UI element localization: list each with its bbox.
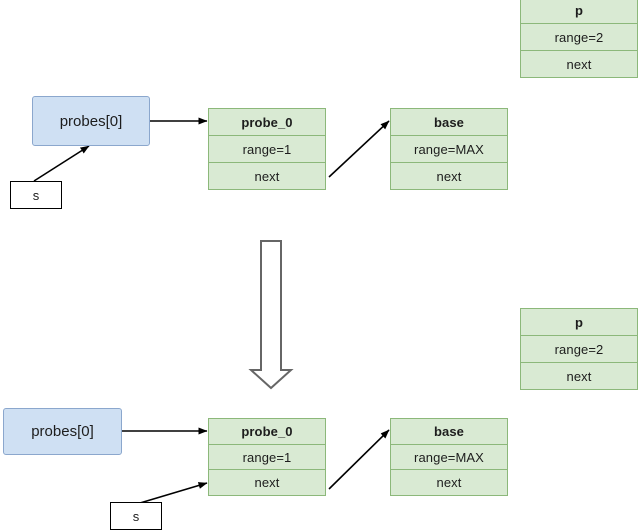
s-pointer-box-bottom[interactable]: s <box>110 502 162 530</box>
struct-probe-0-top[interactable]: probe_0 range=1 next <box>208 108 326 190</box>
struct-name-row: probe_0 <box>209 419 325 445</box>
struct-next-row: next <box>254 168 280 184</box>
struct-range-row: range=2 <box>521 24 637 51</box>
transition-block-arrow <box>248 240 294 390</box>
probes-array-label-bottom: probes[0] <box>31 423 94 440</box>
struct-p-bottom[interactable]: p range=2 next <box>520 308 638 390</box>
struct-probe-0-bottom[interactable]: probe_0 range=1 next <box>208 418 326 496</box>
struct-name-row: probe_0 <box>209 109 325 136</box>
struct-range-row: range=1 <box>209 445 325 471</box>
struct-base-bottom[interactable]: base range=MAX next <box>390 418 508 496</box>
struct-range-row: range=MAX <box>391 136 507 163</box>
struct-next-row: next <box>436 475 462 491</box>
struct-next-row: next <box>436 168 462 184</box>
probes-array-label-top: probes[0] <box>59 112 123 130</box>
struct-next-row: next <box>254 475 280 491</box>
arrow-s-to-probes0-top <box>33 145 90 182</box>
s-pointer-box-top[interactable]: s <box>10 181 62 209</box>
struct-range-row: range=MAX <box>391 445 507 471</box>
struct-next-row: next <box>566 368 592 384</box>
arrow-probe0-next-to-base-top <box>328 120 390 178</box>
s-pointer-label-top: s <box>32 187 40 203</box>
struct-name-row: base <box>391 419 507 445</box>
struct-range-row: range=1 <box>209 136 325 163</box>
struct-name-row: base <box>391 109 507 136</box>
arrow-s-to-probe0-next-bottom <box>139 482 208 504</box>
probes-array-box-top[interactable]: probes[0] <box>32 96 150 146</box>
s-pointer-label-bottom: s <box>132 508 140 524</box>
struct-next-row: next <box>566 56 592 72</box>
probes-array-box-bottom[interactable]: probes[0] <box>3 408 122 455</box>
struct-name-row: p <box>521 309 637 336</box>
struct-range-row: range=2 <box>521 336 637 363</box>
arrow-probe0-next-to-base-bottom <box>328 429 390 490</box>
struct-base-top[interactable]: base range=MAX next <box>390 108 508 190</box>
struct-p-top[interactable]: p range=2 next <box>520 0 638 78</box>
struct-name-row: p <box>521 0 637 24</box>
